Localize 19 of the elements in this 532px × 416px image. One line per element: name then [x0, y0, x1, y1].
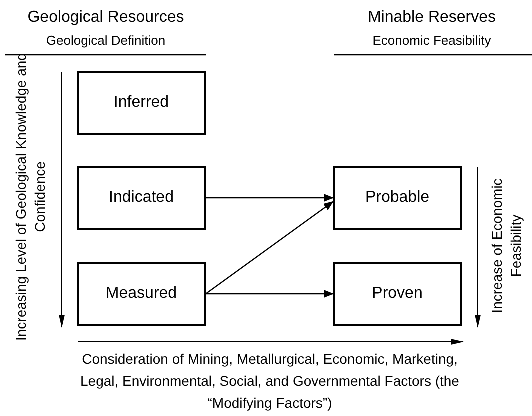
column-subheading: Geological Definition	[45, 32, 167, 50]
box-label: Probable	[365, 188, 430, 208]
column-heading: Minable Reserves	[366, 8, 498, 28]
axis-label: Consideration of Mining, Metallurgical, Economic, Marketing, Legal, Environmental, Social, and Governmental Factors (the “Modifying Factors”)	[80, 350, 460, 413]
axis-label: Increase of Economic Feasibility	[488, 178, 525, 316]
category-box	[333, 262, 462, 326]
arrow	[206, 201, 334, 294]
box-label: Measured	[106, 284, 178, 304]
arrow	[206, 194, 334, 202]
category-box	[77, 166, 206, 230]
box-label: Inferred	[114, 93, 170, 113]
category-box	[77, 262, 206, 326]
column-heading: Geological Resources	[26, 8, 186, 28]
category-box	[333, 166, 462, 230]
column-subheading: Economic Feasibility	[372, 32, 492, 50]
arrow	[206, 290, 334, 298]
category-box	[77, 71, 206, 135]
box-label: Indicated	[109, 188, 174, 208]
box-label: Proven	[372, 284, 423, 304]
